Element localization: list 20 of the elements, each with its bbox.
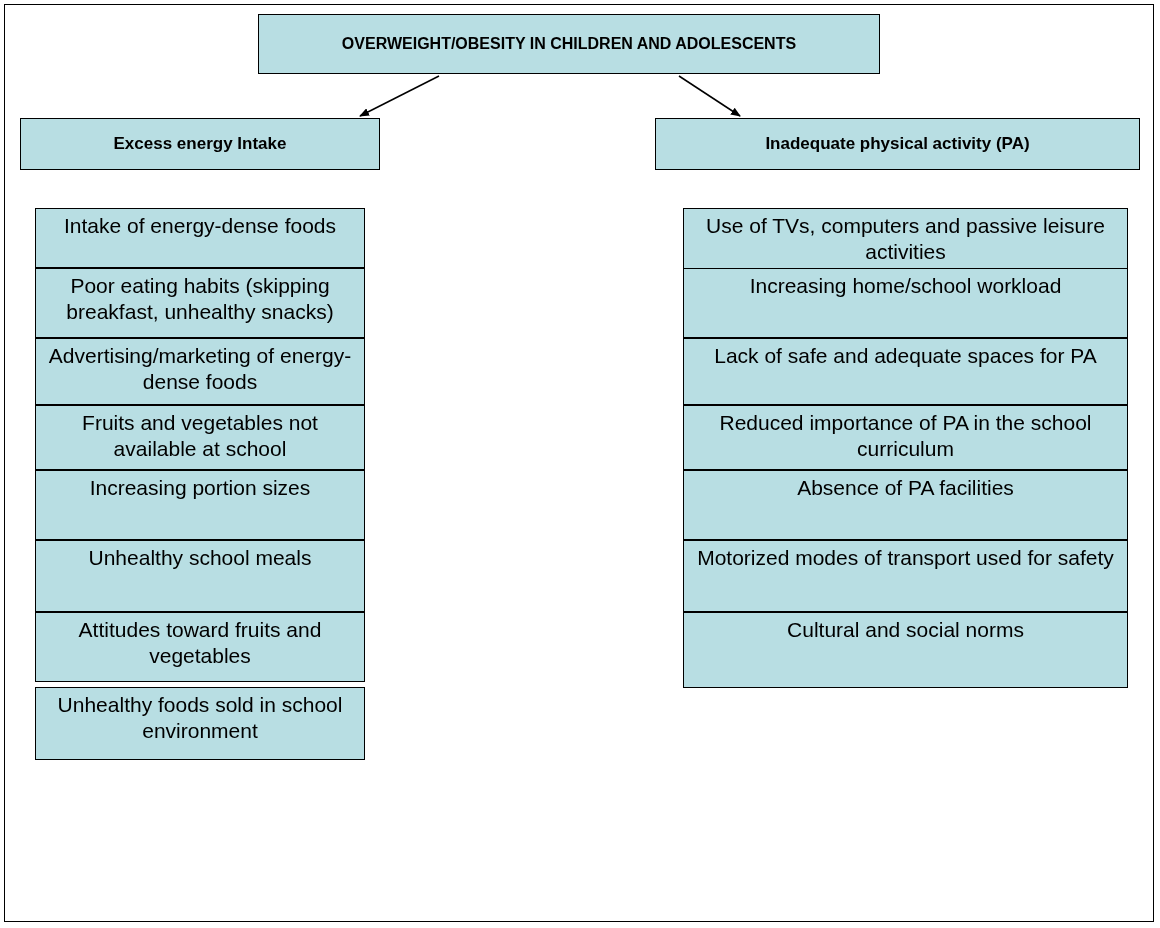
- arrow: [359, 75, 440, 117]
- factor-box: Unhealthy school meals: [35, 540, 365, 612]
- factor-box: Poor eating habits (skipping breakfast, unhealthy snacks): [35, 268, 365, 338]
- factor-box: Motorized modes of transport used for safety: [683, 540, 1128, 612]
- factor-box: Intake of energy-dense foods: [35, 208, 365, 268]
- arrow: [678, 75, 741, 117]
- factor-box: Increasing portion sizes: [35, 470, 365, 540]
- factor-box: Fruits and vegetables not available at school: [35, 405, 365, 470]
- factor-box: Cultural and social norms: [683, 612, 1128, 688]
- factor-box: Attitudes toward fruits and vegetables: [35, 612, 365, 682]
- category-box: Excess energy Intake: [20, 118, 380, 170]
- factor-box: Advertising/marketing of energy-dense foods: [35, 338, 365, 405]
- category-box: Inadequate physical activity (PA): [655, 118, 1140, 170]
- factor-box: Reduced importance of PA in the school curriculum: [683, 405, 1128, 470]
- factor-box: Increasing home/school workload: [683, 268, 1128, 338]
- factor-box: Absence of PA facilities: [683, 470, 1128, 540]
- title-box: OVERWEIGHT/OBESITY IN CHILDREN AND ADOLESCENTS: [258, 14, 880, 74]
- factor-box: Unhealthy foods sold in school environment: [35, 687, 365, 760]
- factor-box: Use of TVs, computers and passive leisure activities: [683, 208, 1128, 271]
- factor-box: Lack of safe and adequate spaces for PA: [683, 338, 1128, 405]
